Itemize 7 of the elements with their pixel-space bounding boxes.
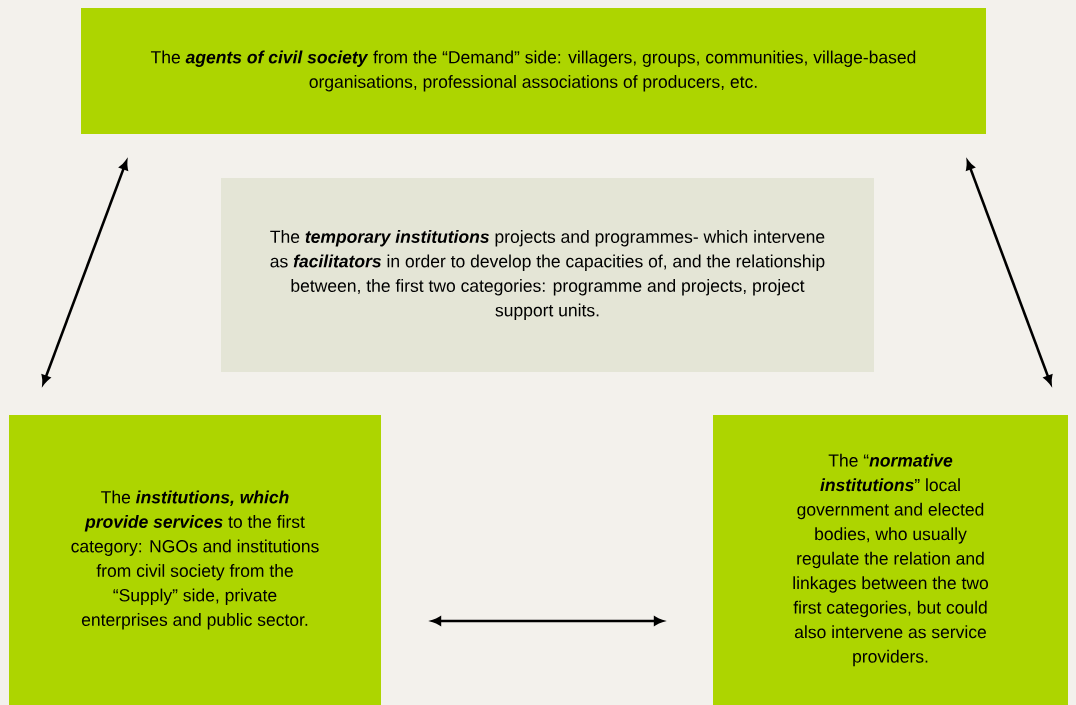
- text-box: The agents of civil society from the “Demand” side: villagers, groups, communities, village-based organisations, professional associations of producers, etc.: [81, 8, 986, 134]
- double-arrow: [431, 616, 664, 626]
- double-arrow: [41, 160, 128, 385]
- double-arrow: [966, 160, 1053, 385]
- text-box: The institutions, which provide services to the first category: NGOs and institutions from civil society from the “Supply” side, private enterprises and public sector.: [9, 415, 381, 705]
- text-box: The “normative institutions” local government and elected bodies, who usually regulate the relation and linkages between the two first categories, but could also intervene as service providers.: [713, 415, 1068, 705]
- text-box: The temporary institutions projects and programmes- which intervene as facilitators in order to develop the capacities of, and the relationship between, the first two categories: programme and projects, project support units.: [221, 178, 874, 372]
